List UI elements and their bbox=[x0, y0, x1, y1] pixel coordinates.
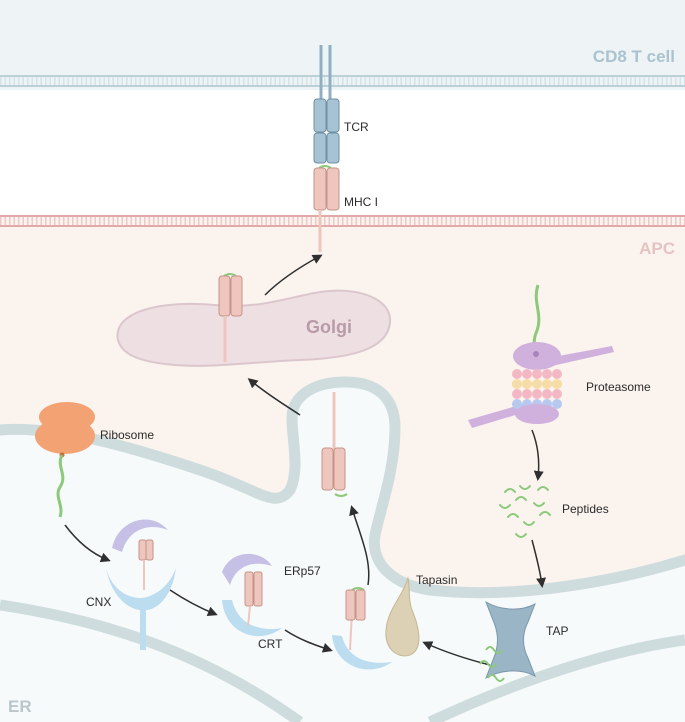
label-peptides: Peptides bbox=[562, 502, 609, 516]
label-crt: CRT bbox=[258, 637, 283, 651]
mhc-surface bbox=[313, 165, 340, 252]
label-apc: APC bbox=[639, 239, 675, 258]
label-cnx: CNX bbox=[86, 595, 111, 609]
pathway-arrows bbox=[64, 254, 547, 666]
label-proteasome: Proteasome bbox=[586, 380, 651, 394]
label-erp57: ERp57 bbox=[284, 564, 321, 578]
peptides bbox=[499, 485, 551, 538]
golgi bbox=[116, 289, 392, 367]
ribosome bbox=[35, 402, 95, 518]
label-t-cell: CD8 T cell bbox=[593, 47, 675, 66]
t-cell-membrane bbox=[0, 75, 685, 87]
mhc-golgi bbox=[218, 273, 243, 362]
t-cell-region bbox=[0, 0, 685, 215]
mhc-exit bbox=[321, 392, 348, 497]
peptide-loading-complex bbox=[332, 576, 420, 670]
cnx-complex bbox=[106, 519, 176, 650]
label-tap: TAP bbox=[546, 624, 568, 638]
proteasome bbox=[468, 284, 614, 428]
label-tapasin: Tapasin bbox=[416, 573, 457, 587]
tap-transporter bbox=[479, 600, 536, 682]
label-ribosome: Ribosome bbox=[100, 428, 154, 442]
label-er: ER bbox=[8, 697, 32, 716]
apc-membrane bbox=[0, 215, 685, 227]
tcr-receptor bbox=[313, 45, 340, 164]
label-mhc: MHC I bbox=[344, 195, 378, 209]
label-tcr: TCR bbox=[344, 120, 369, 134]
label-golgi: Golgi bbox=[306, 317, 352, 337]
erp57-crt-complex bbox=[222, 553, 282, 637]
